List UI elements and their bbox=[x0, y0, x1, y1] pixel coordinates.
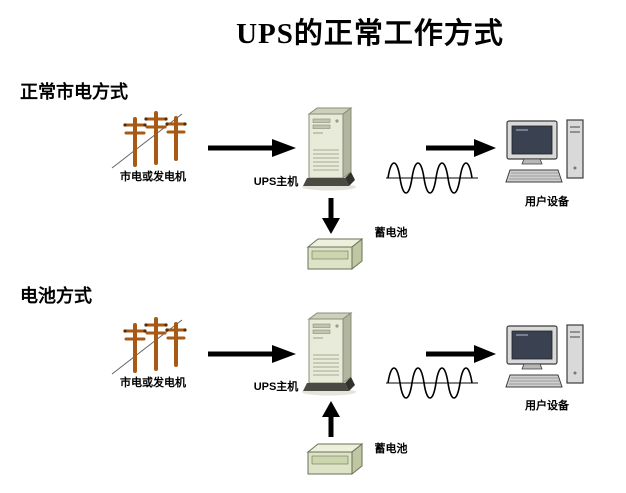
battery-icon bbox=[304, 234, 366, 272]
sine-wave-icon bbox=[386, 154, 478, 202]
user-device-label: 用户设备 bbox=[525, 400, 569, 412]
ups-tower-icon bbox=[300, 309, 360, 397]
arrow-source-to-ups-icon bbox=[208, 345, 296, 363]
arrow-ups-to-device-icon bbox=[426, 345, 496, 363]
arrow-source-to-ups-icon bbox=[208, 139, 296, 157]
section-2-heading: 电池方式 bbox=[20, 286, 92, 306]
user-computer-icon bbox=[504, 118, 588, 190]
power-poles-icon bbox=[110, 106, 196, 172]
ups-label: UPS主机 bbox=[253, 176, 299, 188]
user-device-label: 用户设备 bbox=[525, 196, 569, 208]
battery-icon bbox=[304, 439, 366, 477]
battery-label: 蓄电池 bbox=[374, 443, 408, 455]
section-1-heading: 正常市电方式 bbox=[20, 82, 128, 102]
arrow-ups-to-device-icon bbox=[426, 139, 496, 157]
sine-wave-icon bbox=[386, 359, 478, 407]
ups-tower-icon bbox=[300, 104, 360, 192]
battery-label: 蓄电池 bbox=[374, 227, 408, 239]
arrow-ups-to-battery-icon bbox=[322, 198, 340, 234]
power-source-label: 市电或发电机 bbox=[120, 171, 186, 183]
slide-title: UPS的正常工作方式 bbox=[236, 18, 504, 50]
user-computer-icon bbox=[504, 323, 588, 395]
power-poles-icon bbox=[110, 312, 196, 378]
arrow-battery-to-ups-icon bbox=[322, 401, 340, 437]
power-source-label: 市电或发电机 bbox=[120, 377, 186, 389]
ups-label: UPS主机 bbox=[253, 381, 299, 393]
